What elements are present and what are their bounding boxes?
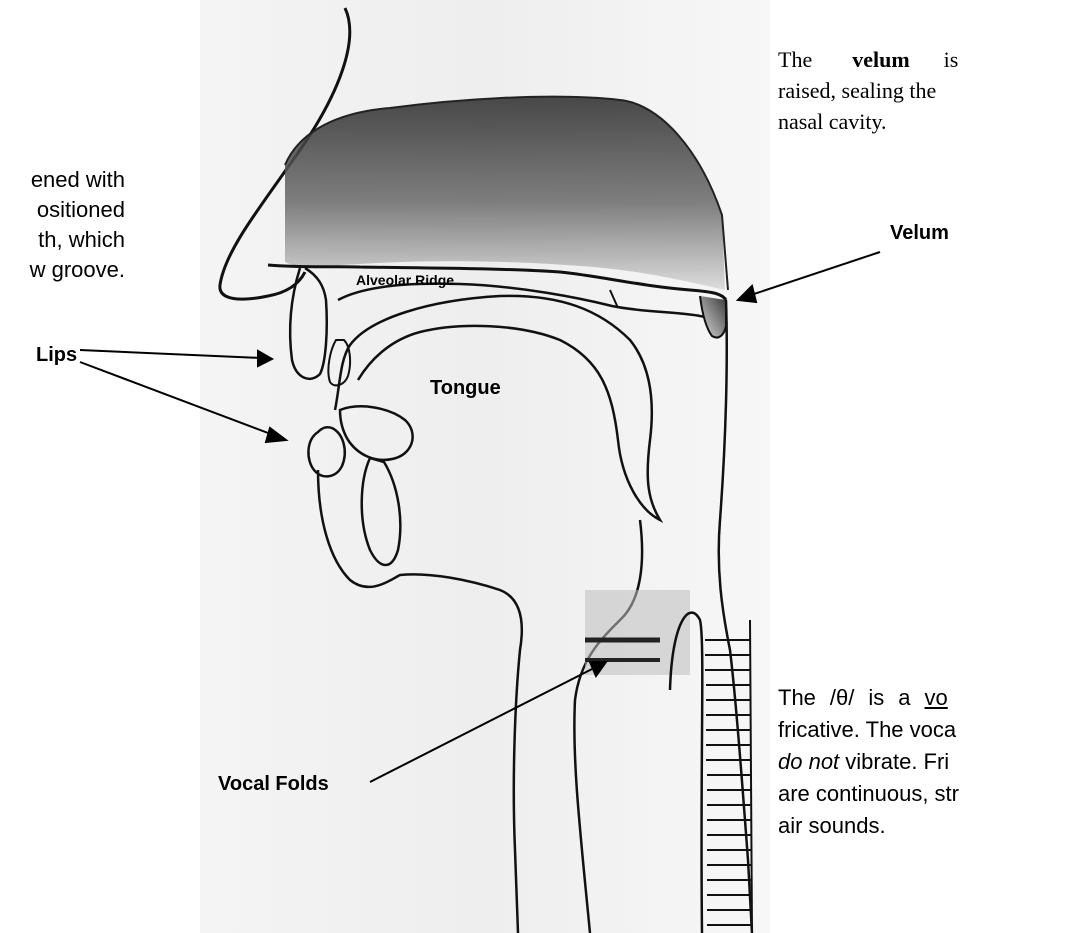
velum-note-is: is	[944, 47, 959, 72]
theta-note-line-2: fricative. The voca	[778, 714, 959, 746]
velum-note-line-3: nasal cavity.	[778, 106, 958, 137]
theta-note-is: is	[868, 685, 884, 710]
vocal-folds-label: Vocal Folds	[218, 773, 329, 796]
left-note-line-3: th, which	[30, 225, 125, 255]
velum-note-line-2: raised, sealing the	[778, 75, 958, 106]
theta-note-voiceless: vo	[925, 685, 948, 710]
tongue-label: Tongue	[430, 377, 501, 400]
theta-note-the: The	[778, 685, 816, 710]
velum-note-line-1: The velum is	[778, 44, 958, 75]
theta-note-line-3: do not vibrate. Fri	[778, 746, 959, 778]
velum-note-the: The	[778, 47, 812, 72]
theta-note-do-not: do not	[778, 749, 839, 774]
left-note-line-4: w groove.	[30, 255, 125, 285]
left-note-line-1: ened with	[30, 165, 125, 195]
theta-note-line-5: air sounds.	[778, 810, 959, 842]
left-note-line-2: ositioned	[30, 195, 125, 225]
left-note: ened with ositioned th, which w groove.	[30, 165, 125, 285]
theta-note-vibrate: vibrate. Fri	[839, 749, 949, 774]
theta-note-a: a	[898, 685, 910, 710]
theta-note-symbol: /θ/	[830, 685, 854, 710]
velum-note-velum: velum	[852, 47, 909, 72]
velum-note: The velum is raised, sealing the nasal cav…	[778, 44, 958, 137]
velum-label: Velum	[890, 222, 949, 245]
theta-note-line-4: are continuous, str	[778, 778, 959, 810]
alveolar-ridge-label: Alveolar Ridge	[356, 272, 454, 288]
lips-label: Lips	[36, 344, 77, 367]
nasal-cavity-shading	[285, 97, 725, 290]
